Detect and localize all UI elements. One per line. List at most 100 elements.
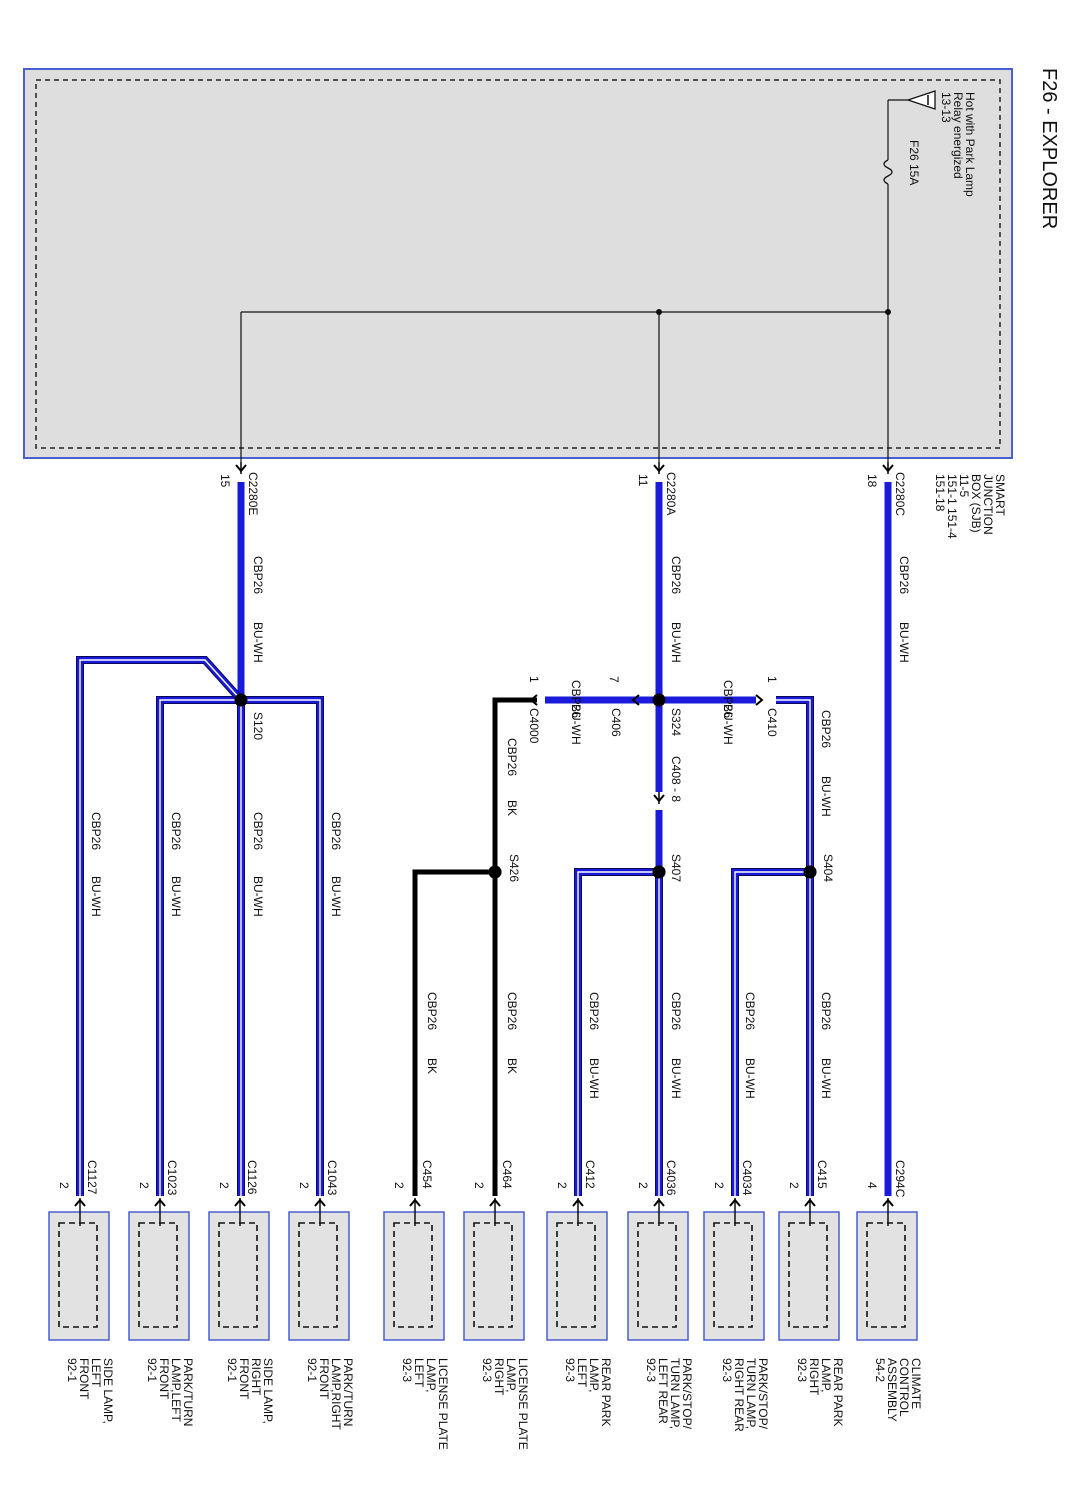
c410-chevron-icon — [755, 694, 764, 706]
load-pin-number: 2 — [137, 1182, 151, 1189]
load-name-line-group: FRONT — [237, 1358, 251, 1400]
inline-connector-label-group: C406 — [609, 708, 623, 737]
load-connector-label: C464 — [500, 1160, 514, 1189]
inline-pin-number-group: 1 — [527, 676, 541, 683]
load-connector-label: C415 — [815, 1160, 829, 1189]
color-label: BU-WH — [169, 876, 183, 917]
load-connector-label: C1126 — [245, 1160, 259, 1195]
load-name-line-group: LICENSE PLATE — [516, 1358, 530, 1450]
load-pin-number: 2 — [392, 1182, 406, 1189]
load-name-line-group: CLIMATE — [909, 1358, 923, 1409]
splice-label: S407 — [669, 854, 683, 882]
load-name-line-group: ASSEMBLY — [885, 1358, 899, 1422]
load-name-line: 92-3 — [644, 1358, 658, 1382]
splice-label: S426 — [507, 854, 521, 882]
color-label-group: BU-WH — [743, 1058, 757, 1099]
hot-text-2: Relay energized — [951, 92, 965, 179]
load-box — [48, 1211, 110, 1341]
load-name-line-group: LEFT — [89, 1358, 103, 1388]
load-pin-number-group: 2 — [137, 1182, 151, 1189]
load-pin-number: 2 — [787, 1182, 801, 1189]
load-name-line-group: 92-3 — [400, 1358, 414, 1382]
splice-label: S120 — [251, 712, 265, 740]
load-name-line: TURN LAMP, — [668, 1358, 682, 1429]
load-connector-label-group: C1023 — [165, 1160, 179, 1196]
circuit-label: CBP26 — [251, 812, 265, 850]
load-name-line-group: 54-2 — [873, 1358, 887, 1382]
load-name-line-group: RIGHT — [492, 1358, 506, 1396]
load-box-inner — [58, 1222, 98, 1328]
load-pin-number-group: 2 — [297, 1182, 311, 1189]
color-label: BU-WH — [819, 776, 833, 817]
inline-connector-label: C406 — [609, 708, 623, 737]
load-name-line: PARK/STOP/ — [680, 1358, 694, 1430]
load-connector-label: C1127 — [85, 1160, 99, 1195]
c4000-chevron-icon — [529, 694, 538, 706]
load-name-line: 92-1 — [145, 1358, 159, 1382]
load-pin-chevron-icon — [154, 1198, 166, 1207]
load-pin-number: 2 — [297, 1182, 311, 1189]
wire-s120-c1043-stripe — [241, 699, 321, 1196]
load-name-line: CONTROL — [897, 1358, 911, 1417]
color-label-group: BU-WH — [169, 876, 183, 917]
inline-pin-number: 1 — [765, 676, 779, 683]
color-label-group: BU-WH — [669, 622, 683, 663]
circuit-label-group: CBP26 — [251, 812, 265, 850]
load-name-line: FRONT — [157, 1358, 171, 1400]
fuse-label: F26 15A — [907, 140, 921, 185]
inline-connector-label-group: C4000 — [527, 708, 541, 744]
load-box-inner — [473, 1222, 513, 1328]
circuit-label: CBP26 — [819, 710, 833, 748]
circuit-label-group: CBP26 — [251, 556, 265, 594]
inline-connector-label-group: C410 — [765, 708, 779, 737]
color-label: BK — [505, 1058, 519, 1074]
sjb-line: JUNCTION — [981, 474, 995, 535]
circuit-label-group: CBP26 — [89, 812, 103, 850]
load-pin-number: 2 — [555, 1182, 569, 1189]
wire-s404-c4034-fill — [732, 869, 810, 1196]
load-connector-label: C454 — [420, 1160, 434, 1189]
circuit-label: CBP26 — [669, 556, 683, 594]
load-pin-number-group: 2 — [636, 1182, 650, 1189]
wire-s407-c412-stripe — [577, 871, 659, 1196]
load-name-line: REAR PARK — [831, 1358, 845, 1426]
color-label-group: BU-WH — [819, 776, 833, 817]
circuit-label-group: CBP26 — [505, 738, 519, 776]
inline-connector-label: C4000 — [527, 708, 541, 744]
splice-label-group: S407 — [669, 854, 683, 882]
color-label: BU-WH — [329, 876, 343, 917]
wire-s426-c454 — [412, 869, 495, 1196]
circuit-label: CBP26 — [897, 556, 911, 594]
circuit-label: CBP26 — [169, 812, 183, 850]
load-name-line: 92-3 — [795, 1358, 809, 1382]
color-label: BU-WH — [89, 876, 103, 917]
wire-s407-c412-fill — [575, 869, 659, 1196]
load-name-line: LAMP, — [424, 1358, 438, 1392]
splice-label-group: S426 — [507, 854, 521, 882]
load-name-line: LAMP, — [504, 1358, 518, 1392]
circuit-label-group: CBP26 — [897, 556, 911, 594]
sjb-pin-number-group: 15 — [218, 474, 232, 488]
load-name-line-group: SIDE LAMP, — [261, 1358, 275, 1424]
load-name-line: 54-2 — [873, 1358, 887, 1382]
inline-pin-number-group: 1 — [765, 676, 779, 683]
circuit-label-group: CBP26 — [169, 812, 183, 850]
circuit-label-inline: CBP26 — [721, 680, 735, 718]
load-connector-label: C4036 — [664, 1160, 678, 1196]
load-pin-number-group: 2 — [57, 1182, 71, 1189]
load-name-line-group: LEFT — [575, 1358, 589, 1388]
wire-s120-c1127-stripe — [79, 659, 242, 1196]
wire-s120-c1023-stripe — [159, 699, 241, 1196]
inline-pin-number: 1 — [527, 676, 541, 683]
circuit-label-group: CBP26 — [819, 992, 833, 1030]
load-box — [288, 1211, 350, 1341]
circuit-label: CBP26 — [505, 992, 519, 1030]
load-box-inner — [298, 1222, 338, 1328]
load-pin-chevron-icon — [882, 1198, 894, 1207]
load-connector-label: C4034 — [740, 1160, 754, 1196]
load-name-line-group: LEFT REAR — [656, 1358, 670, 1424]
circuit-label-group: CBP26 — [505, 992, 519, 1030]
load-name-line-group: FRONT — [77, 1358, 91, 1400]
load-pin-number-group: 2 — [555, 1182, 569, 1189]
color-label: BU-WH — [897, 622, 911, 663]
